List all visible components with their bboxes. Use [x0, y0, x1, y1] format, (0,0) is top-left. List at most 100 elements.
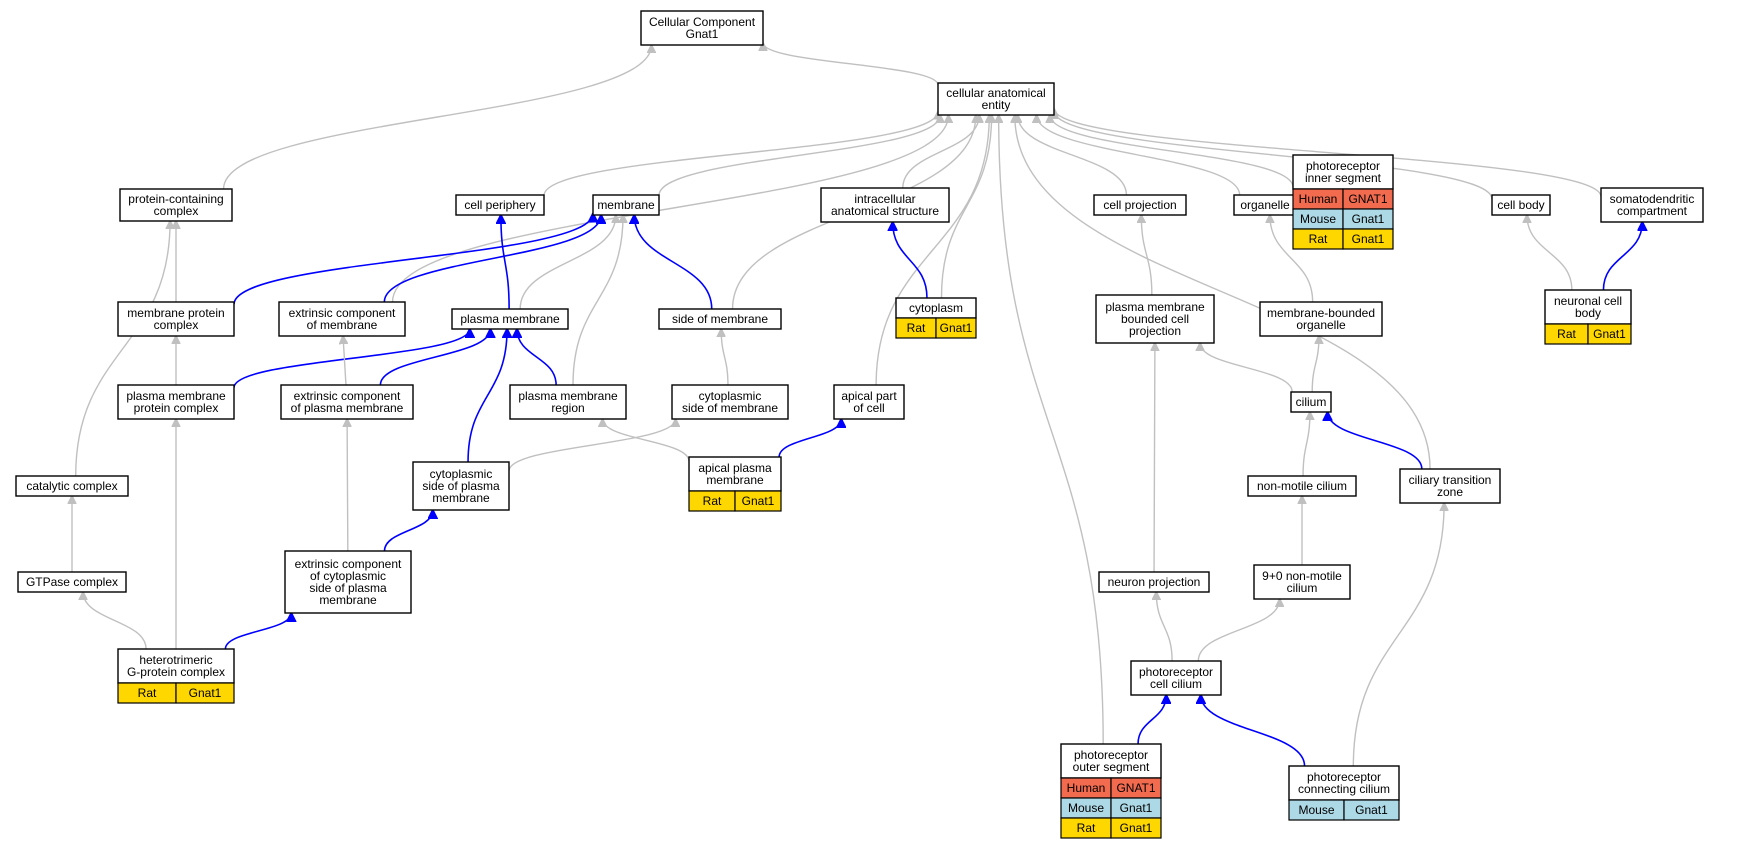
edge-csom-to-som [721, 329, 729, 386]
gene-label: Gnat1 [1352, 212, 1385, 226]
node-label-line: protein-containing [128, 192, 223, 206]
node-label-line: organelle [1240, 198, 1290, 212]
node-pm[interactable]: plasma membrane [451, 308, 569, 330]
node-membrane[interactable]: membrane [592, 194, 660, 216]
edge-cilium-to-pmbcp [1200, 343, 1293, 393]
node-label-line: cell projection [1103, 198, 1176, 212]
node-label-line: complex [154, 318, 199, 332]
node-organelle[interactable]: organelle [1233, 194, 1297, 216]
species-label: Human [1067, 781, 1106, 795]
node-box [592, 194, 660, 216]
edge-pis-to-cae [1050, 115, 1294, 188]
node-cellper[interactable]: cell periphery [455, 194, 545, 216]
node-box [1259, 301, 1383, 337]
node-label-line: cell periphery [464, 198, 535, 212]
gene-label: Gnat1 [742, 494, 775, 508]
node-cilium[interactable]: cilium [1290, 391, 1332, 413]
node-label-line: neuronal cell [1554, 294, 1622, 308]
gene-cell [175, 682, 235, 704]
node-box [509, 384, 627, 420]
gene-label: Gnat1 [1120, 821, 1153, 835]
gene-label: Gnat1 [1352, 232, 1385, 246]
node-nmc[interactable]: non-motile cilium [1247, 475, 1357, 497]
edge-eccspm-to-ecpm [347, 419, 348, 552]
node-cellproj[interactable]: cell projection [1093, 194, 1187, 216]
node-box [117, 301, 235, 337]
gene-label: GNAT1 [1348, 192, 1387, 206]
node-label-line: plasma membrane [126, 389, 226, 403]
species-label: Human [1299, 192, 1338, 206]
node-label-line: body [1575, 306, 1601, 320]
node-label-line: compartment [1617, 204, 1688, 218]
edge-cellper-to-cae [543, 111, 938, 196]
node-gtpc[interactable]: GTPase complex [17, 571, 127, 593]
node-np[interactable]: neuron projection [1098, 571, 1210, 593]
node-box [937, 82, 1055, 116]
node-box [17, 571, 127, 593]
node-box [1093, 194, 1187, 216]
node-som[interactable]: side of membrane [658, 308, 782, 330]
node-label-line: of plasma membrane [291, 401, 404, 415]
gene-label: GNAT1 [1116, 781, 1155, 795]
node-box [412, 461, 510, 511]
node-box [1130, 660, 1222, 696]
species-label: Mouse [1300, 212, 1336, 226]
gene-label: Gnat1 [189, 686, 222, 700]
edge-ias-to-cae [902, 115, 979, 189]
node-label-line: of cytoplasmic [310, 569, 386, 583]
node-label-line: anatomical structure [831, 204, 939, 218]
node-box [1098, 571, 1210, 593]
edge-apm-to-apc [778, 419, 841, 458]
edge-ecpm-to-ecm [343, 336, 346, 386]
node-box [1288, 765, 1400, 801]
edge-cytoplasm-to-ias [893, 222, 928, 299]
node-label-line: photoreceptor [1074, 748, 1148, 762]
edge-organelle-to-cae [1037, 115, 1241, 196]
edge-ncb-to-cellbody [1527, 215, 1573, 291]
node-box [1544, 289, 1632, 325]
edge-ecm-to-cae [391, 115, 949, 303]
node-label-line: apical plasma [698, 461, 772, 475]
node-box [1600, 187, 1704, 223]
node-label-line: plasma membrane [518, 389, 618, 403]
node-box [658, 308, 782, 330]
node-catc[interactable]: catalytic complex [15, 475, 129, 497]
node-label-line: zone [1437, 485, 1463, 499]
node-box [119, 188, 233, 222]
edge-nmc-to-cilium [1302, 412, 1310, 477]
species-label: Mouse [1298, 803, 1334, 817]
node-box [1247, 475, 1357, 497]
node-cellbody[interactable]: cell body [1491, 194, 1551, 216]
node-label-line: complex [154, 204, 199, 218]
node-label-line: G-protein complex [127, 665, 225, 679]
edge-hgpc-to-eccspm [224, 613, 291, 650]
